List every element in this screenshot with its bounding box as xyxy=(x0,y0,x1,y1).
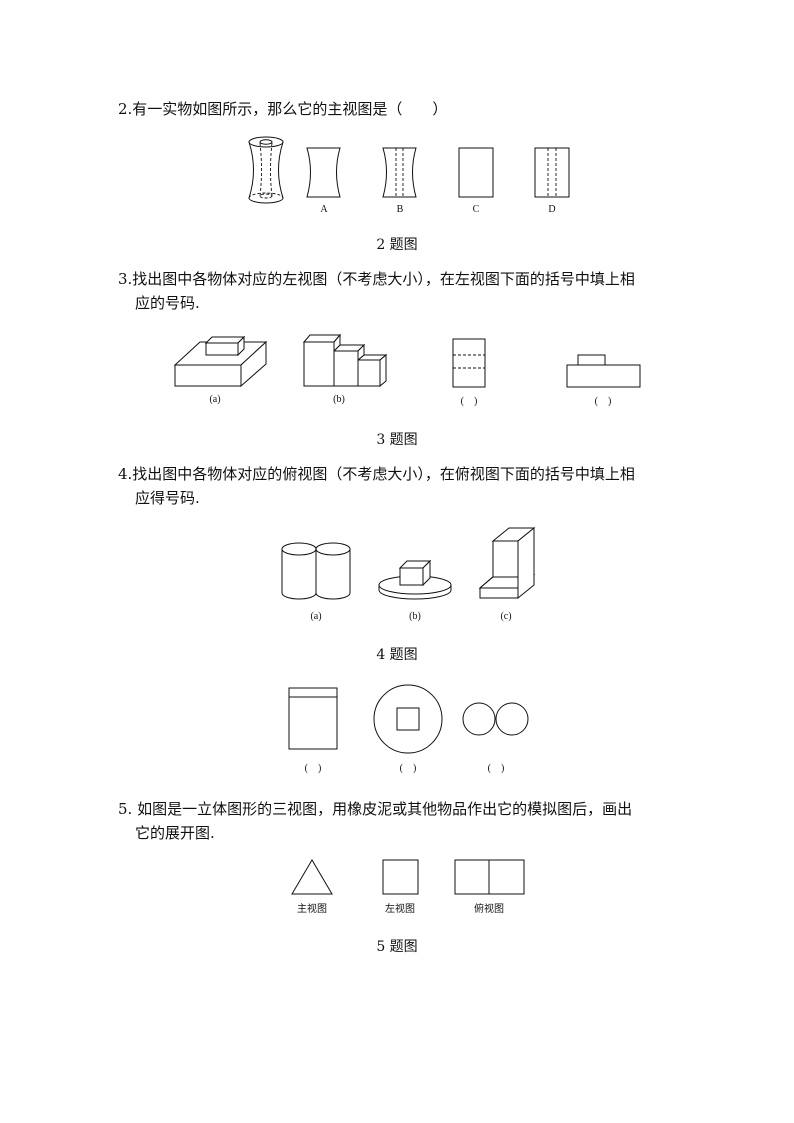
solid-a: (a) xyxy=(173,335,268,405)
option-b-figure: B xyxy=(382,147,417,215)
question-2-figure: A B C D xyxy=(248,136,570,215)
top-view-1-label: ( ) xyxy=(305,763,322,774)
solid-b: (b) xyxy=(302,333,388,405)
top-view: 俯视图 xyxy=(454,859,525,915)
q5-caption: 5 题图 xyxy=(376,939,418,955)
option-d-label: D xyxy=(548,204,555,215)
q4-caption: 4 题图 xyxy=(376,647,418,663)
solid-4b: (b) xyxy=(378,559,452,622)
question-4-views: ( ) ( ) ( ) xyxy=(288,684,529,774)
left-view-2-label: ( ) xyxy=(595,396,612,407)
top-view-1: ( ) xyxy=(288,687,338,774)
solid-4a: (a) xyxy=(281,542,351,622)
option-a-figure: A xyxy=(306,147,341,215)
left-view-1: ( ) xyxy=(452,338,486,407)
question-3-line1: 3.找出图中各物体对应的左视图（不考虑大小），在左视图下面的括号中填上相 xyxy=(118,270,635,288)
top-view-3-label: ( ) xyxy=(488,763,505,774)
top-view-2-label: ( ) xyxy=(400,763,417,774)
front-view: 主视图 xyxy=(291,859,333,915)
question-3: 3.找出图中各物体对应的左视图（不考虑大小），在左视图下面的括号中填上相 应的号… xyxy=(118,267,688,315)
solid-4a-label: (a) xyxy=(310,611,321,622)
question-2-text: 2.有一实物如图所示，那么它的主视图是（ ） xyxy=(118,100,448,118)
question-4-line2: 应得号码. xyxy=(135,489,200,507)
spool-solid xyxy=(248,136,284,204)
question-4-figure: (a) (b) (c) xyxy=(281,526,536,622)
top-view-2: ( ) xyxy=(373,684,443,774)
question-3-line2: 应的号码. xyxy=(135,294,200,312)
left-view-label: 左视图 xyxy=(385,902,415,915)
option-a-label: A xyxy=(320,204,328,215)
solid-4c: (c) xyxy=(478,526,536,622)
q3-caption: 3 题图 xyxy=(376,432,418,448)
solid-4c-label: (c) xyxy=(500,611,511,622)
question-4-line1: 4.找出图中各物体对应的俯视图（不考虑大小），在俯视图下面的括号中填上相 xyxy=(118,465,635,483)
question-5-figure: 主视图 左视图 俯视图 xyxy=(291,859,525,915)
option-c-label: C xyxy=(473,204,480,215)
question-5: 5. 如图是一立体图形的三视图，用橡皮泥或其他物品作出它的模拟图后，画出 它的展… xyxy=(118,797,688,845)
question-3-figure: (a) (b) ( ) ( ) xyxy=(173,333,641,407)
left-view-1-label: ( ) xyxy=(461,396,478,407)
left-view-2: ( ) xyxy=(566,354,641,407)
option-b-label: B xyxy=(397,204,404,215)
question-4: 4.找出图中各物体对应的俯视图（不考虑大小），在俯视图下面的括号中填上相 应得号… xyxy=(118,462,688,510)
option-d-figure: D xyxy=(534,147,570,215)
q2-caption: 2 题图 xyxy=(376,237,418,253)
question-2: 2.有一实物如图所示，那么它的主视图是（ ） xyxy=(118,97,688,121)
solid-b-label: (b) xyxy=(333,394,345,405)
question-5-line1: 5. 如图是一立体图形的三视图，用橡皮泥或其他物品作出它的模拟图后，画出 xyxy=(118,800,633,818)
top-view-3: ( ) xyxy=(462,702,529,774)
solid-a-label: (a) xyxy=(209,394,220,405)
solid-4b-label: (b) xyxy=(409,611,421,622)
top-view-label: 俯视图 xyxy=(474,902,504,915)
option-c-figure: C xyxy=(458,147,494,215)
left-view: 左视图 xyxy=(382,859,419,915)
front-view-label: 主视图 xyxy=(297,902,327,915)
question-5-line2: 它的展开图. xyxy=(135,824,215,842)
